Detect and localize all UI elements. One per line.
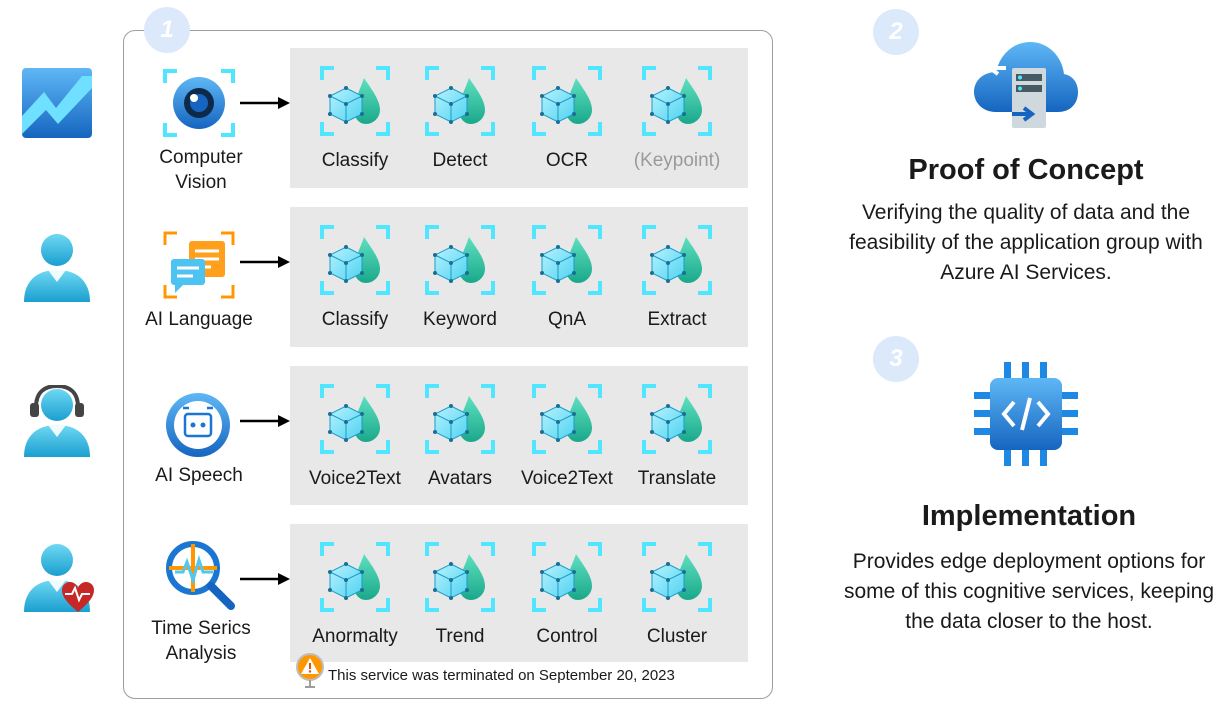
arrow-icon bbox=[240, 256, 290, 268]
magnifier-signal-icon bbox=[166, 541, 235, 610]
model-tile: Classify bbox=[300, 225, 410, 331]
model-cube-icon bbox=[642, 66, 712, 136]
model-cube-icon bbox=[425, 384, 495, 454]
model-label: Control bbox=[536, 626, 598, 647]
speech-bot-icon bbox=[166, 393, 230, 457]
phase-description-poc: Verifying the quality of data and the fe… bbox=[849, 201, 1203, 284]
model-label: Translate bbox=[637, 468, 717, 489]
model-label: Classify bbox=[321, 309, 389, 330]
step-badge-2: 2 bbox=[873, 9, 919, 55]
camera-eye-icon bbox=[163, 69, 235, 137]
model-cube-icon bbox=[532, 384, 602, 454]
model-cube-icon bbox=[532, 225, 602, 295]
model-cube-icon bbox=[532, 542, 602, 612]
model-tile: QnA bbox=[512, 225, 622, 331]
model-tile: Control bbox=[512, 542, 622, 648]
model-label: Avatars bbox=[427, 468, 493, 489]
support-agent-icon bbox=[22, 385, 92, 457]
model-tile: Classify bbox=[300, 66, 410, 172]
termination-note: This service was terminated on September… bbox=[328, 667, 675, 684]
model-label: Classify bbox=[321, 150, 389, 171]
model-tile: Trend bbox=[405, 542, 515, 648]
services-container bbox=[123, 30, 773, 699]
model-cube-icon bbox=[532, 66, 602, 136]
model-tile: Voice2Text bbox=[300, 384, 410, 490]
arrow-icon bbox=[240, 415, 290, 427]
model-label: (Keypoint) bbox=[633, 150, 721, 171]
service-label-computer-vision: Computer Vision bbox=[159, 147, 243, 193]
model-label: Extract bbox=[647, 309, 707, 330]
step-badge-3: 3 bbox=[873, 336, 919, 382]
model-tile: OCR bbox=[512, 66, 622, 172]
service-label-ai-language: AI Language bbox=[145, 309, 253, 330]
model-cube-icon bbox=[642, 225, 712, 295]
model-cube-icon bbox=[425, 66, 495, 136]
model-label: Keyword bbox=[423, 309, 497, 330]
model-tile: Avatars bbox=[405, 384, 515, 490]
model-label: QnA bbox=[547, 309, 587, 330]
model-tile: Voice2Text bbox=[512, 384, 622, 490]
model-label: Voice2Text bbox=[309, 468, 401, 489]
model-tile: Anormalty bbox=[300, 542, 410, 648]
service-label-time-series: Time Serics Analysis bbox=[151, 618, 251, 664]
model-label: Cluster bbox=[646, 626, 708, 647]
model-cube-icon bbox=[425, 542, 495, 612]
processor-chip-icon bbox=[974, 362, 1078, 466]
model-label: Detect bbox=[432, 150, 488, 171]
arrow-icon bbox=[240, 573, 290, 585]
chat-bubbles-icon bbox=[163, 231, 235, 299]
model-label: OCR bbox=[545, 150, 589, 171]
phase-title-implementation: Implementation bbox=[921, 500, 1137, 532]
model-cube-icon bbox=[320, 66, 390, 136]
user-icon bbox=[22, 230, 92, 302]
model-label: Anormalty bbox=[312, 626, 398, 647]
health-user-icon bbox=[24, 544, 94, 612]
step-badge-1: 1 bbox=[144, 7, 190, 53]
model-label: Voice2Text bbox=[521, 468, 613, 489]
cloud-server-icon bbox=[974, 42, 1078, 128]
service-label-ai-speech: AI Speech bbox=[155, 465, 243, 486]
model-tile: Translate bbox=[622, 384, 732, 490]
model-cube-icon bbox=[642, 542, 712, 612]
phase-title-poc: Proof of Concept bbox=[908, 154, 1144, 186]
phase-description-implementation: Provides edge deployment options for som… bbox=[843, 550, 1214, 633]
model-tile: Detect bbox=[405, 66, 515, 172]
model-tile: Keyword bbox=[405, 225, 515, 331]
chart-icon bbox=[22, 68, 92, 138]
arrow-icon bbox=[240, 97, 290, 109]
model-tile: Cluster bbox=[622, 542, 732, 648]
model-cube-icon bbox=[320, 542, 390, 612]
model-tile: (Keypoint) bbox=[622, 66, 732, 172]
model-tile: Extract bbox=[622, 225, 732, 331]
model-cube-icon bbox=[320, 225, 390, 295]
model-cube-icon bbox=[642, 384, 712, 454]
model-label: Trend bbox=[435, 626, 485, 647]
model-cube-icon bbox=[320, 384, 390, 454]
warning-icon bbox=[296, 653, 324, 688]
model-cube-icon bbox=[425, 225, 495, 295]
